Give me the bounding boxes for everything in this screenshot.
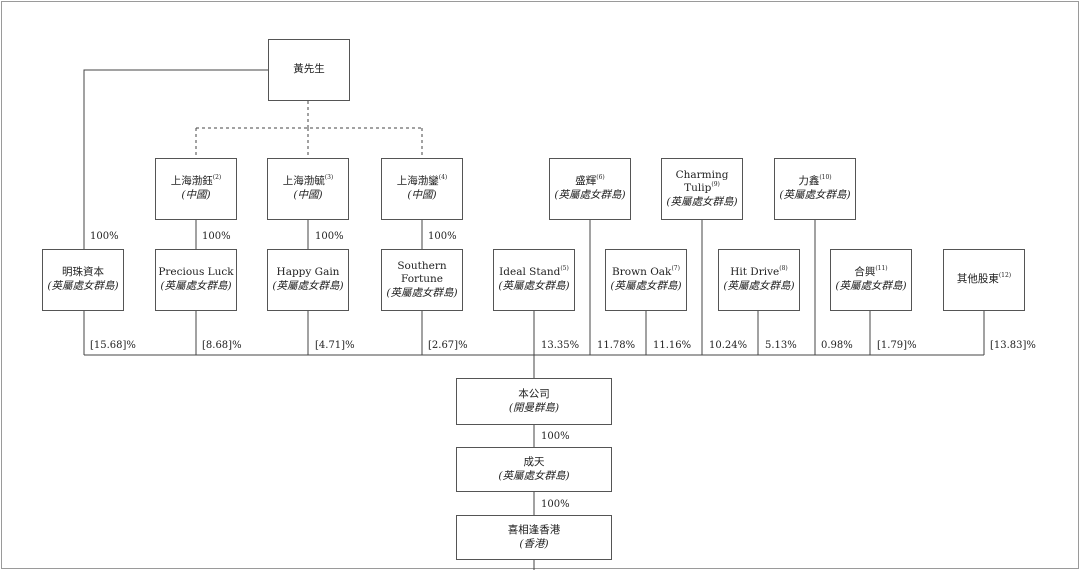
entity-note: (6) xyxy=(596,174,605,182)
company-box: 本公司 (開曼群島) xyxy=(456,378,612,425)
shareholder-note: (8) xyxy=(779,265,788,273)
shareholder-box-qt: 其他股東(12) xyxy=(943,249,1025,311)
shareholder-name: Southern Fortune xyxy=(397,259,447,286)
pct-qt: [13.83]% xyxy=(990,340,1036,351)
shareholder-jurisdiction: (英屬處女群島) xyxy=(498,280,570,292)
pct-pl: [8.68]% xyxy=(202,340,242,351)
owner-name: 黃先生 xyxy=(293,63,325,76)
shareholder-note: (5) xyxy=(560,265,569,273)
company-name: 本公司 xyxy=(518,387,550,400)
pct-bo: 11.16% xyxy=(653,340,692,351)
company-jurisdiction: (開曼群島) xyxy=(508,401,560,414)
entity-box-pb: 上海渤毓(3) (中國) xyxy=(267,158,349,220)
parent-pct-sf: 100% xyxy=(428,231,457,242)
entity-name: 上海渤毓 xyxy=(282,175,325,188)
parent-pct-pl: 100% xyxy=(202,231,231,242)
shareholder-name: 其他股東 xyxy=(956,273,999,286)
entity-box-pa: 上海渤鈺(2) (中國) xyxy=(155,158,237,220)
shareholder-box-is: Ideal Stand(5) (英屬處女群島) xyxy=(493,249,575,311)
shareholder-name: Hit Drive xyxy=(730,266,780,279)
sub2-jurisdiction: (香港) xyxy=(519,537,549,550)
pct-sf: [2.67]% xyxy=(428,340,468,351)
connector-owner-mz xyxy=(83,69,268,250)
pct-mz: [15.68]% xyxy=(90,340,136,351)
shareholder-note: (11) xyxy=(875,265,888,273)
entity-name: 上海渤鑾 xyxy=(396,175,439,188)
pct-lx: 0.98% xyxy=(821,340,853,351)
entity-jurisdiction: (英屬處女群島) xyxy=(779,189,851,201)
pct-hd: 5.13% xyxy=(765,340,797,351)
shareholder-box-mz: 明珠資本 (英屬處女群島) xyxy=(42,249,124,311)
entity-box-lx: 力鑫(10) (英屬處女群島) xyxy=(774,158,856,220)
parent-pct-hg: 100% xyxy=(315,231,344,242)
entity-name: Charming Tulip xyxy=(675,168,729,195)
pct-hg: [4.71]% xyxy=(315,340,355,351)
parent-pct-mz: 100% xyxy=(90,231,119,242)
entity-name: 上海渤鈺 xyxy=(170,175,213,188)
shareholder-jurisdiction: (英屬處女群島) xyxy=(386,286,458,299)
entity-note: (2) xyxy=(212,174,222,182)
shareholder-jurisdiction: (英屬處女群島) xyxy=(835,280,907,292)
shareholder-name: Precious Luck xyxy=(158,266,234,279)
shareholder-jurisdiction: (英屬處女群島) xyxy=(272,280,344,292)
shareholder-box-hx: 合興(11) (英屬處女群島) xyxy=(830,249,912,311)
shareholder-note: (7) xyxy=(671,265,680,273)
pct-is: 13.35% xyxy=(541,340,580,351)
dashed-connectors xyxy=(195,101,423,158)
shareholder-note: (12) xyxy=(998,272,1012,280)
shareholder-name: Brown Oak xyxy=(612,266,672,279)
sub1-name: 成天 xyxy=(523,455,545,468)
sub2-box: 喜相逢香港 (香港) xyxy=(456,515,612,560)
shareholder-name: Ideal Stand xyxy=(499,266,561,279)
shareholder-box-hg: Happy Gain (英屬處女群島) xyxy=(267,249,349,311)
shareholder-name: 合興 xyxy=(854,266,876,279)
sub1-box: 成天 (英屬處女群島) xyxy=(456,447,612,492)
pct-ct: 10.24% xyxy=(709,340,748,351)
sub1-pct: 100% xyxy=(541,431,570,442)
shareholder-box-hd: Hit Drive(8) (英屬處女群島) xyxy=(718,249,800,311)
shareholder-name: 明珠資本 xyxy=(62,266,104,279)
entity-jurisdiction: (中國) xyxy=(181,189,211,201)
pct-sy: 11.78% xyxy=(597,340,636,351)
entity-note: (10) xyxy=(819,174,832,182)
shareholder-box-bo: Brown Oak(7) (英屬處女群島) xyxy=(605,249,687,311)
shareholder-jurisdiction: (英屬處女群島) xyxy=(723,280,795,292)
entity-jurisdiction: (英屬處女群島) xyxy=(554,189,626,201)
entity-box-pc: 上海渤鑾(4) (中國) xyxy=(381,158,463,220)
shareholder-jurisdiction: (英屬處女群島) xyxy=(47,280,119,292)
entity-box-sy: 盛輝(6) (英屬處女群島) xyxy=(549,158,631,220)
entity-box-ct: Charming Tulip(9) (英屬處女群島) xyxy=(661,158,743,220)
entity-note: (9) xyxy=(711,181,720,189)
entity-jurisdiction: (中國) xyxy=(293,189,323,201)
entity-note: (3) xyxy=(324,174,334,182)
entity-jurisdiction: (中國) xyxy=(407,189,437,201)
sub2-pct: 100% xyxy=(541,499,570,510)
owner-box: 黃先生 xyxy=(268,39,350,101)
entity-name: 力鑫 xyxy=(798,175,820,188)
entity-name: 盛輝 xyxy=(575,175,597,188)
sub2-name: 喜相逢香港 xyxy=(507,523,561,536)
entity-jurisdiction: (英屬處女群島) xyxy=(666,195,738,208)
sub1-jurisdiction: (英屬處女群島) xyxy=(498,469,570,482)
entity-note: (4) xyxy=(438,174,448,182)
shareholder-box-sf: Southern Fortune (英屬處女群島) xyxy=(381,249,463,311)
shareholder-jurisdiction: (英屬處女群島) xyxy=(610,280,682,292)
shareholder-jurisdiction: (英屬處女群島) xyxy=(160,280,232,292)
pct-hx: [1.79]% xyxy=(877,340,917,351)
shareholder-name: Happy Gain xyxy=(276,266,340,279)
shareholder-box-pl: Precious Luck (英屬處女群島) xyxy=(155,249,237,311)
